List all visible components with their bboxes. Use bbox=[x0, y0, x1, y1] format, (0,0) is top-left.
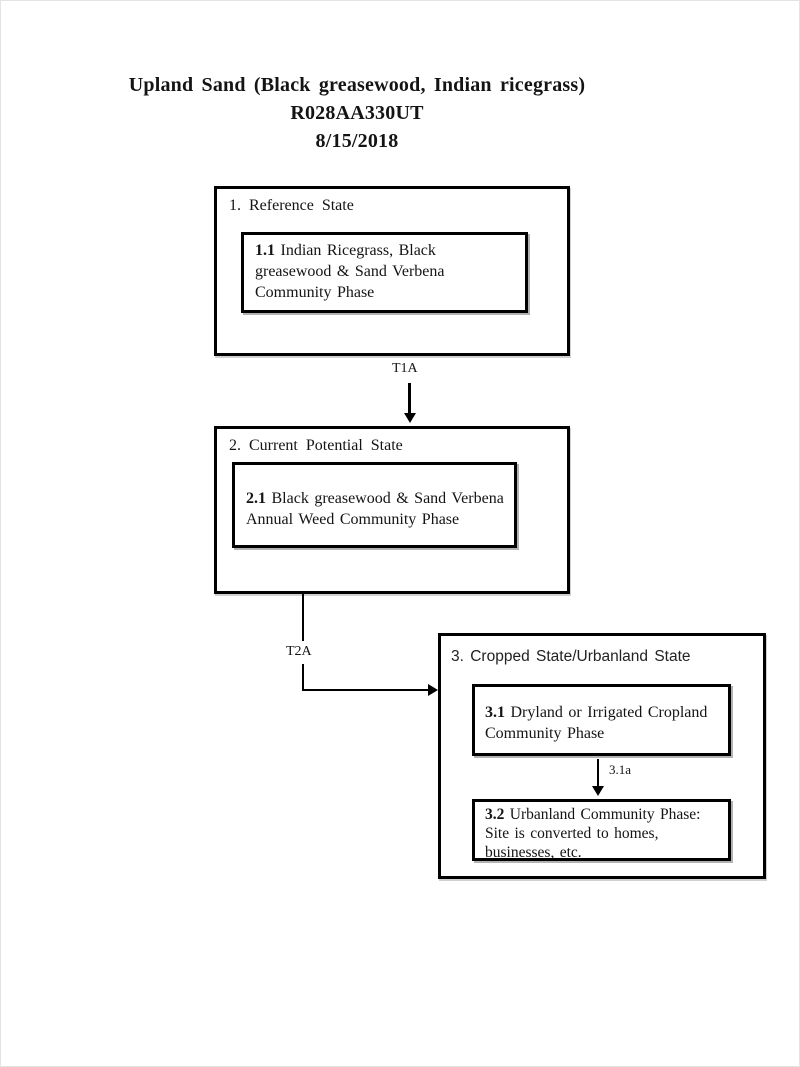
transition-label-t1a: T1A bbox=[392, 361, 418, 376]
phase-2-1-text: Black greasewood & Sand Verbena Annual W… bbox=[246, 490, 504, 528]
diagram-date: 8/15/2018 bbox=[315, 130, 399, 152]
phase-box-1-1: 1.1 Indian Ricegrass, Black greasewood &… bbox=[241, 232, 528, 313]
phase-3-1-text: Dryland or Irrigated Cropland Community … bbox=[485, 704, 708, 742]
ecological-site-id: R028AA330UT bbox=[290, 102, 424, 124]
phase-1-1-text: Indian Ricegrass, Black greasewood & San… bbox=[255, 242, 445, 301]
phase-3-2-number: 3.2 bbox=[485, 806, 505, 823]
arrow-3-1a-arrowhead-icon bbox=[592, 786, 604, 796]
state-box-reference: 1. Reference State 1.1 Indian Ricegrass,… bbox=[214, 186, 570, 356]
arrow-t1a-arrowhead-icon bbox=[404, 413, 416, 423]
arrow-t2a-line-lower bbox=[302, 664, 304, 691]
phase-box-3-1: 3.1 Dryland or Irrigated Cropland Commun… bbox=[472, 684, 731, 756]
phase-1-1-number: 1.1 bbox=[255, 242, 275, 259]
phase-box-3-2: 3.2 Urbanland Community Phase: Site is c… bbox=[472, 799, 731, 861]
arrow-t1a-line bbox=[408, 383, 411, 414]
state-1-label: 1. Reference State bbox=[229, 197, 354, 214]
title-block: Upland Sand (Black greasewood, Indian ri… bbox=[1, 71, 713, 155]
arrow-t2a-line-upper bbox=[302, 594, 304, 641]
transition-label-t2a: T2A bbox=[286, 644, 312, 659]
diagram-title: Upland Sand (Black greasewood, Indian ri… bbox=[128, 74, 586, 96]
state-2-label: 2. Current Potential State bbox=[229, 437, 403, 454]
phase-3-1-number: 3.1 bbox=[485, 704, 505, 721]
state-3-label: 3. Cropped State/Urbanland State bbox=[451, 648, 691, 665]
arrow-t2a-line-horizontal bbox=[302, 689, 429, 691]
arrow-t2a-arrowhead-icon bbox=[428, 684, 438, 696]
phase-2-1-number: 2.1 bbox=[246, 490, 266, 507]
phase-3-2-text: Urbanland Community Phase: Site is conve… bbox=[485, 806, 701, 861]
pathway-label-3-1a: 3.1a bbox=[609, 762, 632, 777]
state-box-cropped-urbanland: 3. Cropped State/Urbanland State 3.1 Dry… bbox=[438, 633, 766, 879]
phase-box-2-1: 2.1 Black greasewood & Sand Verbena Annu… bbox=[232, 462, 517, 548]
state-box-current-potential: 2. Current Potential State 2.1 Black gre… bbox=[214, 426, 570, 594]
arrow-3-1a-line bbox=[597, 759, 599, 787]
